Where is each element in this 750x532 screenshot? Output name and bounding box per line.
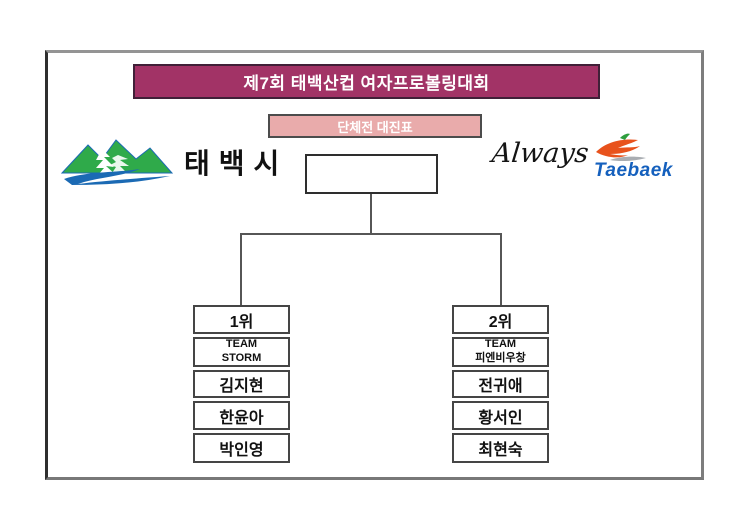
team-column-1: 1위 TEAM STORM 김지현 한윤아 박인영 — [193, 305, 290, 463]
always-wordmark: Always — [490, 138, 591, 169]
seed-label: 1위 — [229, 313, 254, 331]
player-name: 한윤아 — [219, 409, 264, 427]
seed-badge: 2위 — [452, 305, 549, 334]
player-name: 김지현 — [219, 378, 264, 395]
team-name-cell: TEAM STORM — [193, 337, 290, 367]
player-cell: 전귀애 — [452, 370, 549, 398]
player-name: 황서인 — [478, 409, 523, 427]
player-cell: 박인영 — [193, 433, 290, 463]
player-name: 박인영 — [219, 442, 264, 459]
player-cell: 김지현 — [193, 370, 290, 398]
event-subtitle: 단체전 대진표 — [337, 119, 413, 135]
connector-crossbar — [240, 233, 502, 235]
seed-badge: 1위 — [193, 305, 290, 334]
taebaek-city-logo: 태백시 — [58, 134, 308, 190]
event-subtitle-banner: 단체전 대진표 — [268, 114, 482, 138]
team-name-line1: TEAM — [484, 338, 517, 351]
taebaek-wordmark: Taebaek — [594, 160, 673, 181]
team-name-line1: TEAM — [225, 338, 258, 351]
player-cell: 황서인 — [452, 401, 549, 430]
taebaek-swoosh-icon — [596, 133, 646, 162]
player-cell: 한윤아 — [193, 401, 290, 430]
connector-left-stem — [240, 233, 242, 305]
player-name: 전귀애 — [478, 378, 523, 395]
always-taebaek-logo: Always Taebaek — [490, 133, 692, 188]
seed-label: 2위 — [488, 313, 513, 331]
taebaek-city-wordmark: 태백시 — [184, 148, 289, 179]
connector-final-stem — [370, 194, 372, 234]
connector-right-stem — [500, 233, 502, 305]
player-name: 최현숙 — [478, 442, 523, 459]
tournament-title: 제7회 태백산컵 여자프로볼링대회 — [243, 74, 490, 93]
team-column-2: 2위 TEAM 피엔비우창 전귀애 황서인 최현숙 — [452, 305, 549, 463]
team-name-cell: TEAM 피엔비우창 — [452, 337, 549, 367]
team-name-line2: STORM — [221, 352, 262, 364]
player-cell: 최현숙 — [452, 433, 549, 463]
final-winner-box — [305, 154, 438, 194]
mountain-logo-icon — [60, 139, 174, 185]
tournament-title-banner: 제7회 태백산컵 여자프로볼링대회 — [133, 64, 600, 99]
team-name-line2: 피엔비우창 — [475, 352, 526, 364]
